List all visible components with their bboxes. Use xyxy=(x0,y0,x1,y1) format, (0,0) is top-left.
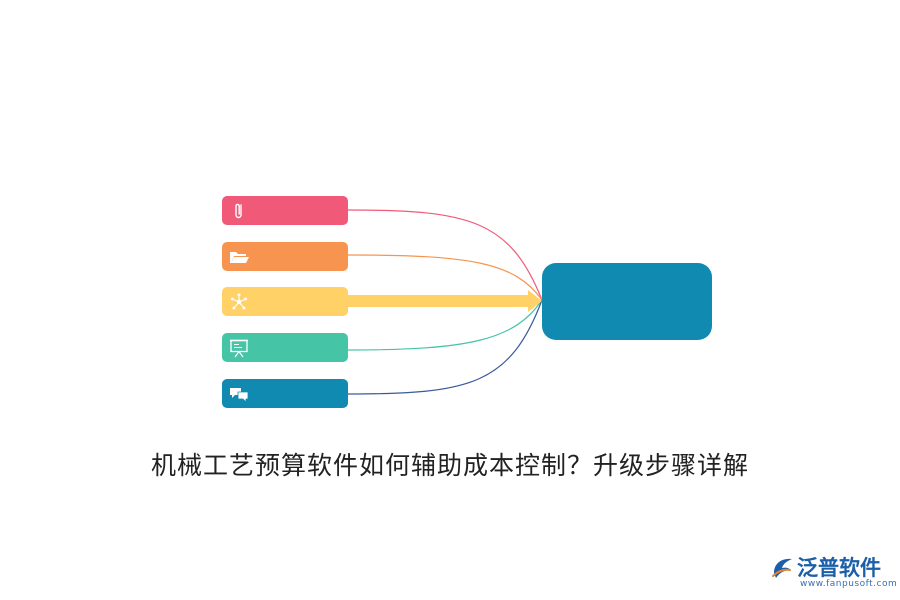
connector-2 xyxy=(347,254,543,301)
presentation-icon xyxy=(230,339,248,358)
brand-url: www.fanpusoft.com xyxy=(800,579,898,589)
folder-icon xyxy=(230,252,249,263)
diagram-title: 机械工艺预算软件如何辅助成本控制？升级步骤详解 xyxy=(150,451,749,480)
node-3 xyxy=(222,287,348,316)
paperclip-icon xyxy=(235,203,242,219)
central-hub-node xyxy=(542,263,712,340)
node-5 xyxy=(222,379,348,408)
brand-logo: 泛普软件 www.fanpusoft.com xyxy=(770,552,898,598)
node-4 xyxy=(222,333,348,362)
connector-5 xyxy=(347,299,543,395)
node-2 xyxy=(222,242,348,271)
node-1 xyxy=(222,196,348,225)
connector-4 xyxy=(347,299,543,351)
main-arrow xyxy=(348,290,542,312)
brand-name: 泛普软件 xyxy=(797,556,881,580)
brand-logo-icon xyxy=(772,558,792,578)
network-icon xyxy=(231,293,247,310)
connector-1 xyxy=(347,209,543,301)
chat-icon xyxy=(230,388,249,403)
